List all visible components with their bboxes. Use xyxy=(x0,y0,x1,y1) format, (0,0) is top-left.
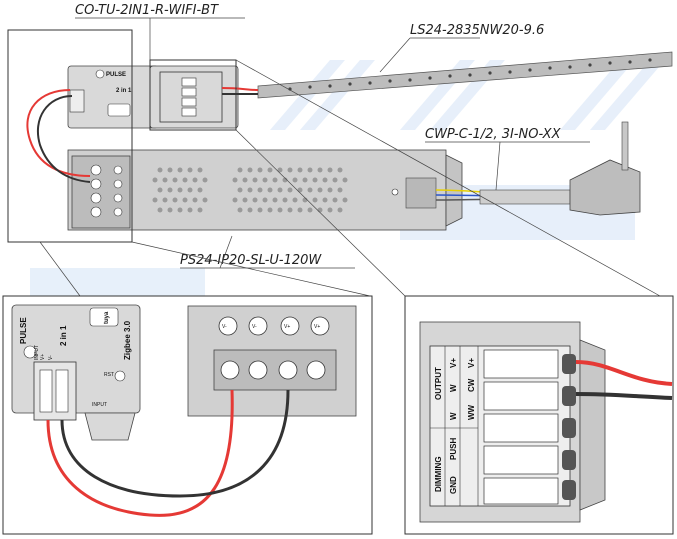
svg-text:WW: WW xyxy=(467,404,476,420)
svg-text:INPUT: INPUT xyxy=(92,402,107,408)
svg-text:DIMMING: DIMMING xyxy=(434,456,443,492)
svg-text:V-: V- xyxy=(222,324,227,330)
svg-text:tuya: tuya xyxy=(104,311,110,324)
svg-text:PUSH: PUSH xyxy=(449,438,458,460)
plug-icon xyxy=(569,121,641,216)
psu-detail: V- V- V+ V+ xyxy=(187,305,357,417)
svg-text:PULSE: PULSE xyxy=(106,72,126,78)
output-block: OUTPUT DIMMING V+ V+ W CW W WW PUSH GND xyxy=(419,321,606,523)
controller-label: CO-TU-2IN1-R-WIFI-BT xyxy=(75,3,219,18)
svg-text:PULSE: PULSE xyxy=(19,317,28,344)
svg-text:W: W xyxy=(449,412,458,420)
svg-text:V+: V+ xyxy=(449,358,458,368)
psu-label: PS24-IP20-SL-U-120W xyxy=(180,253,322,268)
zoom-frame-right xyxy=(149,59,237,131)
svg-text:V+: V+ xyxy=(314,324,320,330)
controller-top: PULSE 2 in 1 xyxy=(67,65,239,129)
svg-text:OUTPUT: OUTPUT xyxy=(434,367,443,400)
svg-text:V+: V+ xyxy=(284,324,290,330)
svg-text:2 in 1: 2 in 1 xyxy=(116,88,132,94)
svg-text:V+: V+ xyxy=(40,354,46,360)
svg-text:V-: V- xyxy=(48,355,54,360)
svg-text:2 in 1: 2 in 1 xyxy=(59,325,68,346)
controller-detail: PULSE 2 in 1 tuya Zigbee 3.0 INPUT V+ V-… xyxy=(11,304,141,441)
svg-text:V+: V+ xyxy=(467,358,476,368)
svg-text:GND: GND xyxy=(449,476,458,494)
svg-text:INPUT: INPUT xyxy=(34,345,40,360)
svg-text:RST: RST xyxy=(104,372,114,378)
zoom-frame-left xyxy=(7,29,133,243)
strip-label: LS24-2835NW20-9.6 xyxy=(410,23,544,38)
psu-top xyxy=(67,149,463,231)
svg-text:V-: V- xyxy=(252,324,257,330)
svg-text:W: W xyxy=(449,384,458,392)
cable-label: CWP-C-1/2, 3I-NO-XX xyxy=(425,127,562,142)
svg-text:Zigbee 3.0: Zigbee 3.0 xyxy=(123,320,132,360)
svg-text:CW: CW xyxy=(467,378,476,392)
